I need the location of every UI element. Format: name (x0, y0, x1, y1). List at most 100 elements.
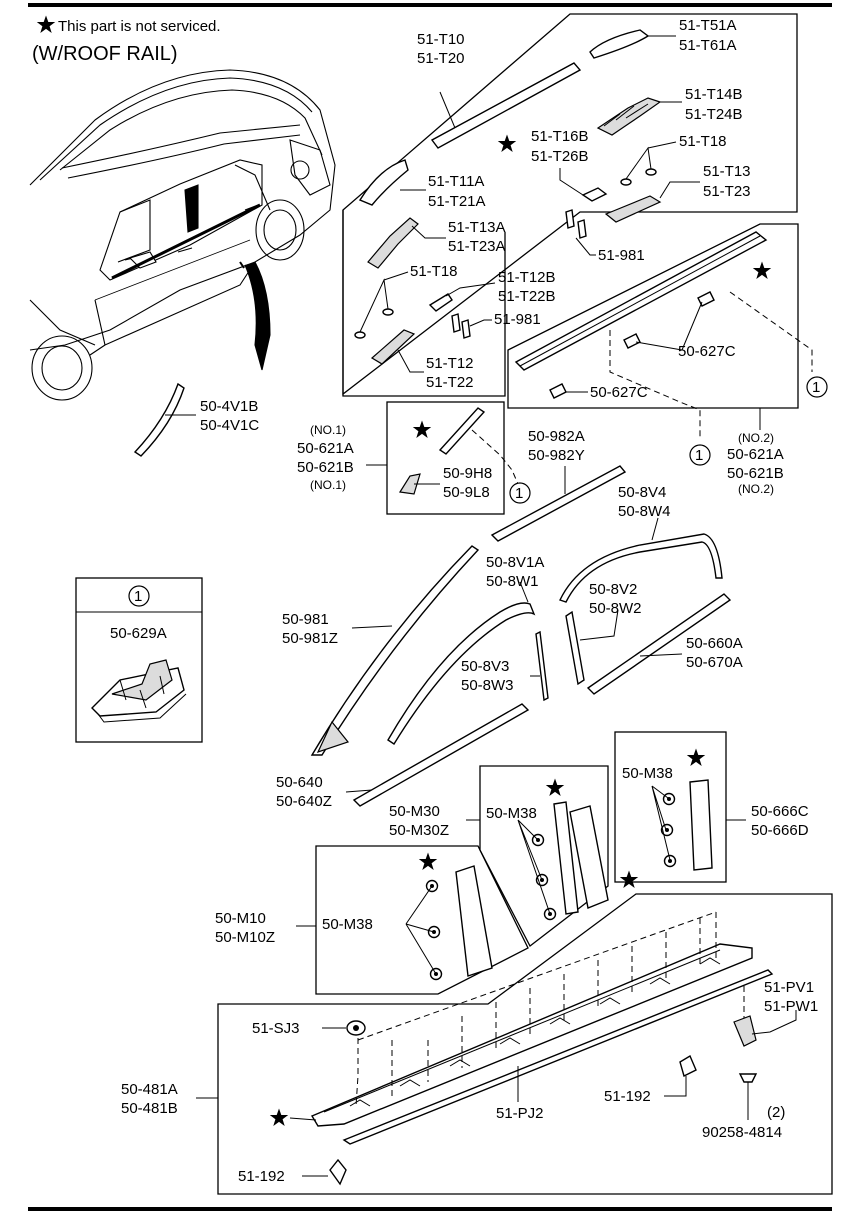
label-no1-lower: (NO.1) (310, 478, 346, 492)
label-51-T51A: 51-T51A (679, 17, 737, 34)
label-50-621B-no2: 50-621B (727, 465, 784, 482)
front-belt-molding-part (345, 703, 530, 807)
label-51-T18-lower: 51-T18 (410, 263, 458, 280)
label-51-T12B: 51-T12B (498, 269, 556, 286)
star-icon (36, 15, 56, 33)
window-upper-molding-part (559, 517, 723, 603)
rail-pad-part-lower (354, 271, 409, 339)
rail-front-cap-part (358, 159, 426, 206)
screw-part (565, 209, 596, 256)
front-door-garnish-part (296, 852, 493, 981)
label-no2-upper: (NO.2) (738, 431, 774, 445)
not-serviced-note: This part is not serviced. (58, 18, 221, 35)
clip-icon (662, 792, 676, 806)
center-pillar-garnish-box (479, 765, 609, 947)
label-50-629A: 50-629A (110, 625, 167, 642)
label-51-T22: 51-T22 (426, 374, 474, 391)
label-50-9L8: 50-9L8 (443, 484, 490, 501)
callout-1-rail-bottom: 1 (689, 444, 711, 466)
label-50-666D: 50-666D (751, 822, 809, 839)
label-50-670A: 50-670A (686, 654, 743, 671)
side-sill-box (217, 893, 833, 1195)
label-50-8V1A: 50-8V1A (486, 554, 544, 571)
label-50-4V1C: 50-4V1C (200, 417, 259, 434)
label-50-621A-no2: 50-621A (727, 446, 784, 463)
label-50-8V4: 50-8V4 (618, 484, 666, 501)
rear-pillar-molding-part (565, 609, 619, 686)
label-51-T24B: 51-T24B (685, 106, 743, 123)
label-51-981-lower: 51-981 (494, 311, 541, 328)
front-window-molding-part (387, 581, 536, 745)
screw-part-lower (451, 313, 492, 339)
rear-door-garnish-box (614, 731, 727, 883)
star-icon (545, 778, 565, 796)
label-50-4V1B: 50-4V1B (200, 398, 258, 415)
label-51-T11A: 51-T11A (428, 173, 484, 190)
label-51-T26B: 51-T26B (531, 148, 589, 165)
rail-base-part (604, 181, 700, 223)
label-51-T13: 51-T13 (703, 163, 751, 180)
center-pillar-garnish-part (466, 778, 639, 921)
label-50-982Y: 50-982Y (528, 447, 585, 464)
star-icon (619, 870, 639, 888)
label-50-481B: 50-481B (121, 1100, 178, 1117)
label-51-PV1: 51-PV1 (764, 979, 814, 996)
sill-grommet-part-lower (302, 1158, 347, 1186)
label-51-192-right: 51-192 (604, 1088, 651, 1105)
label-no1-upper: (NO.1) (310, 423, 346, 437)
header: This part is not serviced. (W/ROOF RAIL) (32, 15, 221, 65)
label-50-M30: 50-M30 (389, 803, 440, 820)
roof-molding-no1-box (386, 401, 505, 515)
label-50-M30Z: 50-M30Z (389, 822, 449, 839)
label-50-8W3: 50-8W3 (461, 677, 514, 694)
label-50-982A: 50-982A (528, 428, 585, 445)
label-no2-lower: (NO.2) (738, 482, 774, 496)
rail-end-cap-part (589, 29, 676, 59)
callout-1-no1: 1 (509, 482, 531, 504)
label-50-981Z: 50-981Z (282, 630, 338, 647)
variant-title: (W/ROOF RAIL) (32, 43, 178, 65)
label-50-M10: 50-M10 (215, 910, 266, 927)
label-51-T14B: 51-T14B (685, 86, 743, 103)
star-icon (412, 420, 432, 438)
label-51-981-upper: 51-981 (598, 247, 645, 264)
star-icon (269, 1108, 289, 1126)
label-51-T10: 51-T10 (417, 31, 465, 48)
star-icon (497, 134, 517, 152)
label-90258-4814: 90258-4814 (702, 1124, 782, 1141)
label-50-M10Z: 50-M10Z (215, 929, 275, 946)
callout-1-rail-right: 1 (806, 376, 828, 398)
label-50-627C-upper: 50-627C (678, 343, 736, 360)
rail-rear-base-part (370, 329, 424, 373)
label-51-T23: 51-T23 (703, 183, 751, 200)
label-51-T13A: 51-T13A (448, 219, 506, 236)
sill-clip-part (322, 1020, 366, 1036)
label-50-M38-center: 50-M38 (486, 805, 537, 822)
roof-molding-part (514, 231, 813, 438)
label-51-PW1: 51-PW1 (764, 998, 818, 1015)
label-50-M38-left: 50-M38 (322, 916, 373, 933)
rear-door-garnish-part (651, 748, 746, 871)
label-50-8V3: 50-8V3 (461, 658, 509, 675)
label-qty-2: (2) (767, 1104, 785, 1121)
label-50-621A-no1: 50-621A (297, 440, 354, 457)
label-51-192-bottom: 51-192 (238, 1168, 285, 1185)
rail-front-base-part (367, 217, 446, 269)
label-51-T21A: 51-T21A (428, 193, 486, 210)
label-51-T23A: 51-T23A (448, 238, 506, 255)
side-sill-garnish-part (196, 911, 774, 1145)
top-border (28, 3, 832, 7)
rail-pad-part (620, 141, 677, 186)
drip-molding-part (490, 465, 627, 542)
label-51-T20: 51-T20 (417, 50, 465, 67)
label-50-8W2: 50-8W2 (589, 600, 642, 617)
label-50-9H8: 50-9H8 (443, 465, 492, 482)
label-50-640Z: 50-640Z (276, 793, 332, 810)
roof-molding-no2-box (507, 223, 799, 409)
label-51-SJ3: 51-SJ3 (252, 1020, 300, 1037)
pillar-strip-part (133, 382, 196, 457)
label-51-T18-upper: 51-T18 (679, 133, 727, 150)
label-50-660A: 50-660A (686, 635, 743, 652)
label-50-8W1: 50-8W1 (486, 573, 539, 590)
